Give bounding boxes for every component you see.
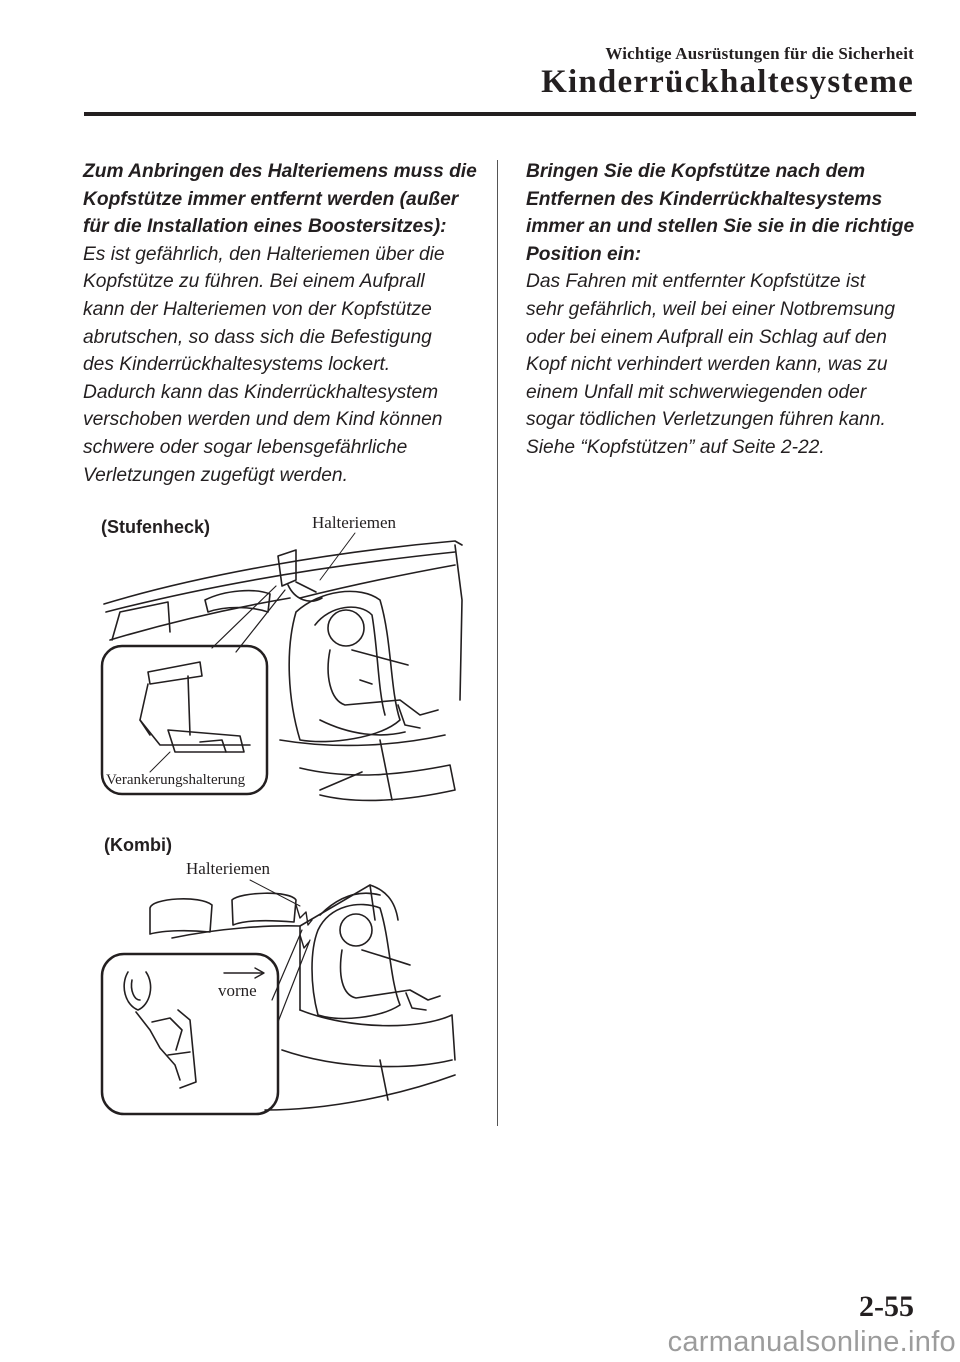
warning-heading-line: immer an und stellen Sie sie in die rich… [526,216,915,238]
column-divider [497,160,498,1126]
warning-body-line: Kopfstütze zu führen. Bei einem Aufprall [83,271,425,293]
warning-heading-line: Entfernen des Kinderrückhaltesystems [526,188,883,210]
watermark: carmanualsonline.info [667,1326,956,1358]
warning-heading-line: Zum Anbringen des Halteriemens muss die [83,161,477,182]
warning-heading-line: für die Installation eines Boostersitzes… [83,216,447,238]
warning-body-line: sogar tödlichen Verletzungen führen kann… [526,409,886,431]
warning-body-line: verschoben werden und dem Kind können [83,409,443,431]
warning-body-line: einem Unfall mit schwerwiegenden oder [526,381,867,403]
warning-body-line: schwere oder sogar lebensgefährliche [83,436,408,458]
wagon-inset [100,952,280,1116]
warning-body-line: abrutschen, so dass sich die Befestigung [83,326,432,348]
warning-body-line: Verletzungen zugefügt werden. [83,464,348,486]
warning-body-line: des Kinderrückhaltesystems lockert. [83,354,391,376]
warning-heading-line: Kopfstütze immer entfernt werden (außer [83,188,459,210]
left-warning-text: Zum Anbringen des Halteriemens muss die … [83,158,483,489]
wagon-figure-label: (Kombi) [104,835,172,855]
warning-heading-line: Position ein: [526,243,642,265]
wagon-forward-callout: vorne [218,981,257,1000]
warning-body-line: Kopf nicht verhindert werden kann, was z… [526,354,888,376]
sedan-strap-callout: Halteriemen [312,513,397,532]
warning-body-line: oder bei einem Aufprall ein Schlag auf d… [526,326,887,348]
warning-body-line: kann der Halteriemen von der Kopfstütze [83,298,432,320]
sedan-inset [100,644,269,796]
sedan-illustration [103,532,463,802]
warning-body-line: Dadurch kann das Kinderrückhaltesystem [83,381,439,403]
sedan-figure-label: (Stufenheck) [101,517,211,537]
warning-body-line: Siehe “Kopfstützen” auf Seite 2-22. [526,436,825,458]
wagon-illustration [149,879,456,1111]
warning-heading-line: Bringen Sie die Kopfstütze nach dem [526,161,866,182]
right-warning-text: Bringen Sie die Kopfstütze nach dem Entf… [526,158,921,462]
warning-body-line: Es ist gefährlich, den Halteriemen über … [83,243,445,265]
warning-body-line: sehr gefährlich, weil bei einer Notbrems… [526,298,896,320]
header-rule [84,112,916,116]
page-number: 2-55 [859,1290,914,1323]
warning-body-line: Das Fahren mit entfernter Kopfstütze ist [526,271,866,293]
sedan-anchor-callout: Verankerungshalterung [106,772,246,788]
section-heading: Wichtige Ausrüstungen für die Sicherheit [605,44,914,63]
page-title: Kinderrückhaltesysteme [541,64,914,100]
wagon-strap-callout: Halteriemen [186,859,271,878]
